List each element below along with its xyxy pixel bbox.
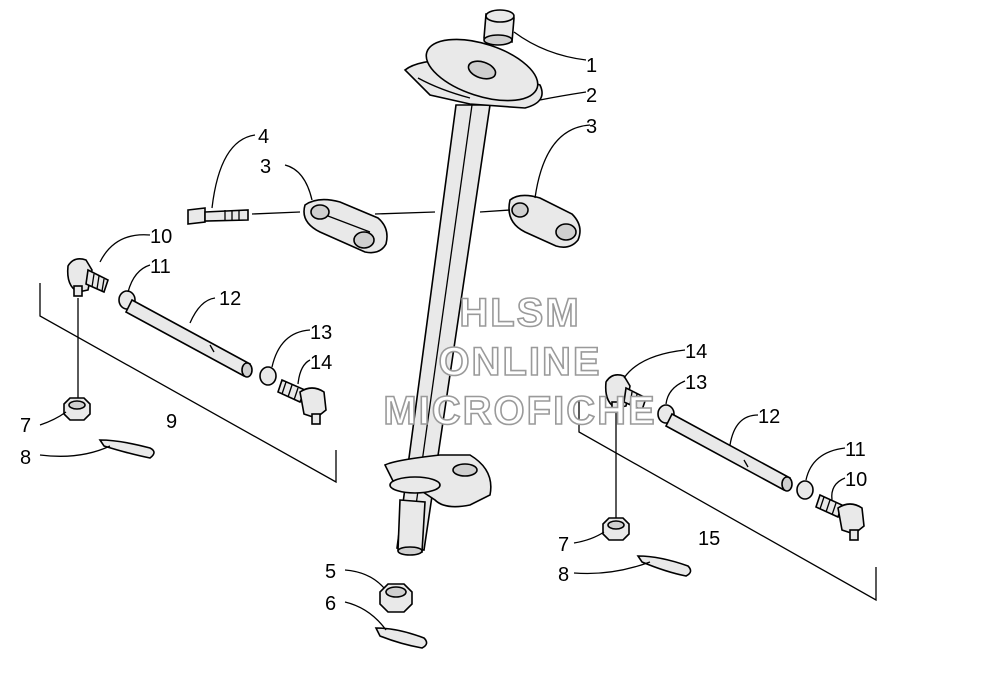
callout-11-right: 11: [845, 439, 866, 461]
watermark-line-2: ONLINE: [438, 340, 601, 384]
watermark-line-3: MICROFICHE: [383, 389, 656, 433]
tie-rod-assembly-right: [578, 374, 877, 602]
callout-2: 2: [586, 85, 597, 107]
callout-13-right: 13: [685, 372, 707, 394]
callout-10-left: 10: [150, 226, 172, 248]
callout-6: 6: [325, 593, 336, 615]
cotter-pin-center: [374, 627, 428, 649]
callout-14-left: 14: [310, 352, 332, 374]
callout-3-left: 3: [260, 156, 271, 178]
callout-12-right: 12: [758, 406, 780, 428]
bearing-clamp-left: [303, 198, 388, 254]
callout-7-left: 7: [20, 415, 31, 437]
lower-bracket: [383, 454, 492, 508]
cap: [483, 9, 515, 46]
callout-10-right: 10: [845, 469, 867, 491]
callout-8-left: 8: [20, 447, 31, 469]
steering-post: [383, 9, 543, 556]
watermark: HLSM ONLINE MICROFICHE: [383, 290, 656, 434]
callout-12-left: 12: [219, 288, 241, 310]
callout-4: 4: [258, 126, 269, 148]
bolt: [187, 207, 249, 225]
callout-1: 1: [586, 55, 597, 77]
steering-post-nut: [379, 583, 413, 613]
callout-numbers: 1 2 3 4 3 10 11 12 13 14 7 8 9 5 6 14 13…: [20, 55, 867, 615]
callout-13-left: 13: [310, 322, 332, 344]
tie-rod-assembly-left: [39, 258, 337, 484]
watermark-line-1: HLSM: [459, 291, 580, 335]
callout-14-right: 14: [685, 341, 707, 363]
handlebar-plate: [403, 38, 543, 109]
callout-11-left: 11: [150, 256, 171, 278]
callout-5: 5: [325, 561, 336, 583]
bearing-clamp-right: [508, 194, 581, 248]
leader-lines: [39, 31, 846, 631]
callout-9: 9: [166, 411, 177, 433]
callout-15: 15: [698, 528, 720, 550]
callout-7-right: 7: [558, 534, 569, 556]
callout-8-right: 8: [558, 564, 569, 586]
callout-3-right: 3: [586, 116, 597, 138]
